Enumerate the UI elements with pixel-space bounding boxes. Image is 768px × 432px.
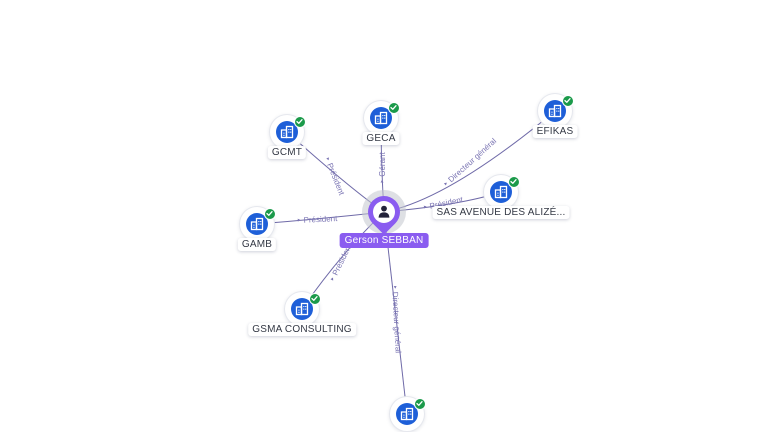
building-icon — [280, 125, 294, 139]
verified-badge-icon — [388, 102, 400, 114]
relation-label-geca: ‣ Gérant — [378, 152, 387, 184]
relation-label-gamb: ‣ Président — [296, 214, 338, 225]
relation-role-text: ‣ Président — [296, 214, 338, 225]
verified-badge-icon — [508, 176, 520, 188]
company-icon-disc — [370, 107, 392, 129]
building-icon — [374, 111, 388, 125]
person-icon — [378, 205, 390, 218]
check-icon — [390, 105, 397, 110]
building-icon — [494, 185, 508, 199]
company-icon-disc — [396, 403, 418, 425]
relation-label-gsma: ‣ Président — [328, 242, 354, 283]
person-avatar — [373, 201, 395, 223]
relation-role-text: ‣ Président — [323, 155, 347, 197]
check-icon — [311, 296, 318, 301]
check-icon — [564, 98, 571, 103]
company-icon-disc — [246, 213, 268, 235]
verified-badge-icon — [264, 208, 276, 220]
company-icon-disc — [490, 181, 512, 203]
company-name-label[interactable]: GSMA CONSULTING — [248, 323, 356, 336]
verified-badge-icon — [309, 293, 321, 305]
check-icon — [296, 119, 303, 124]
relation-role-text: ‣ Directeur général — [390, 285, 403, 354]
relation-role-text: ‣ Président — [328, 242, 354, 283]
company-name-label[interactable]: GECA — [362, 132, 400, 145]
check-icon — [416, 401, 423, 406]
building-icon — [250, 217, 264, 231]
relation-label-gcmt: ‣ Président — [323, 155, 347, 197]
verified-badge-icon — [414, 398, 426, 410]
verified-badge-icon — [562, 95, 574, 107]
building-icon — [400, 407, 414, 421]
check-icon — [510, 179, 517, 184]
person-name-label[interactable]: Gerson SEBBAN — [339, 233, 429, 248]
relation-label-bottom: ‣ Directeur général — [390, 285, 403, 354]
check-icon — [266, 211, 273, 216]
company-icon-disc — [276, 121, 298, 143]
building-icon — [295, 302, 309, 316]
company-name-label[interactable]: GAMB — [237, 238, 277, 251]
verified-badge-icon — [294, 116, 306, 128]
company-name-label[interactable]: GCMT — [267, 146, 307, 159]
building-icon — [548, 104, 562, 118]
company-icon-disc — [544, 100, 566, 122]
company-name-label[interactable]: EFIKAS — [532, 125, 578, 138]
company-name-label[interactable]: SAS AVENUE DES ALIZÉ... — [432, 206, 570, 219]
company-icon-disc — [291, 298, 313, 320]
relation-role-text: ‣ Gérant — [378, 152, 387, 184]
